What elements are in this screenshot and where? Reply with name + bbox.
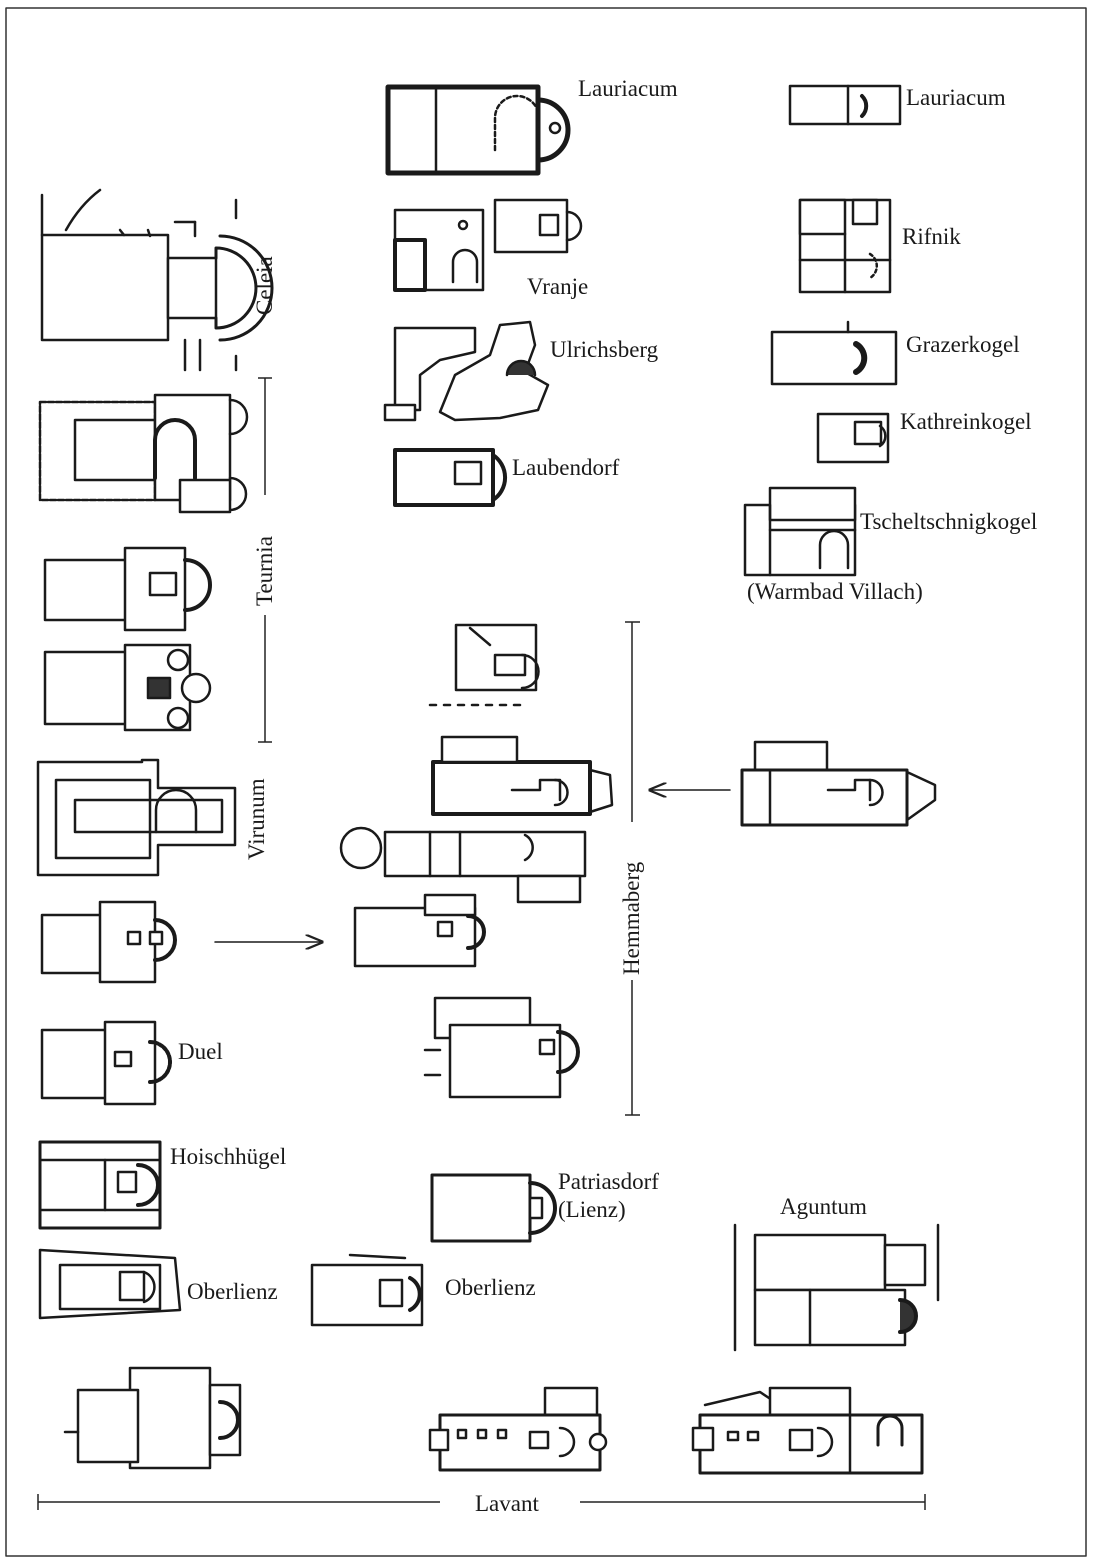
label-patriasdorf: Patriasdorf (558, 1169, 659, 1194)
label-oberlienz-1: Oberlienz (187, 1279, 278, 1304)
plan-hemmaberg-right (740, 740, 937, 827)
plan-lavant-1 (428, 1386, 608, 1472)
plan-vranje (393, 198, 583, 292)
plan-aguntum (733, 1223, 940, 1352)
plan-lauriacum-large (385, 84, 571, 176)
plan-virunum-b (40, 900, 177, 984)
label-ulrichsberg: Ulrichsberg (550, 337, 659, 362)
label-virunum: Virunum (244, 778, 269, 860)
plan-virunum (36, 758, 237, 877)
plan-grazerkogel (770, 320, 898, 386)
plan-tscheltschnigkogel (743, 486, 857, 577)
label-tscheltschnigkogel: Tscheltschnigkogel (860, 509, 1038, 534)
label-oberlienz-2: Oberlienz (445, 1275, 536, 1300)
plan-lavant-2 (691, 1386, 924, 1475)
label-lienz: (Lienz) (558, 1197, 626, 1222)
label-warmbad-villach: (Warmbad Villach) (747, 579, 923, 604)
plan-celeia (40, 188, 274, 372)
plan-oberlienz-2 (310, 1253, 424, 1327)
label-rifnik: Rifnik (902, 224, 961, 249)
plan-kathreinkogel (816, 412, 890, 464)
plan-oberlienz-1 (38, 1248, 182, 1320)
label-hemmaberg: Hemmaberg (619, 861, 644, 975)
plan-laubendorf (393, 448, 507, 507)
plan-patriasdorf (430, 1173, 557, 1243)
plan-hemmaberg-5 (423, 996, 580, 1099)
plan-hemmaberg-3 (339, 826, 587, 904)
plan-lauriacum-small (788, 84, 902, 126)
label-teurnia: Teurnia (252, 536, 277, 606)
plan-hoischhuegel (38, 1140, 162, 1230)
plan-duel (40, 1020, 172, 1106)
plan-hemmaberg-4 (353, 893, 486, 968)
plan-ulrichsberg (383, 320, 550, 422)
label-grazerkogel: Grazerkogel (906, 332, 1020, 357)
label-celeia: Celeia (252, 256, 277, 315)
plan-bottom-left (63, 1366, 242, 1470)
plan-hemmaberg-2 (431, 735, 614, 816)
label-aguntum: Aguntum (780, 1194, 867, 1219)
label-hoischhuegel: Hoischhügel (170, 1144, 287, 1169)
label-vranje: Vranje (527, 274, 589, 299)
label-lauriacum-small: Lauriacum (906, 85, 1006, 110)
plan-hemmaberg-1 (428, 623, 540, 707)
label-kathreinkogel: Kathreinkogel (900, 409, 1032, 434)
plan-teurnia-1 (38, 393, 249, 514)
plan-teurnia-3 (43, 643, 212, 732)
label-laubendorf: Laubendorf (512, 455, 620, 480)
plan-rifnik (798, 198, 892, 294)
label-lavant: Lavant (475, 1491, 539, 1516)
label-duel: Duel (178, 1039, 223, 1064)
label-lauriacum-large: Lauriacum (578, 76, 678, 101)
plan-teurnia-2 (43, 546, 212, 632)
group-brackets (37, 377, 926, 1510)
